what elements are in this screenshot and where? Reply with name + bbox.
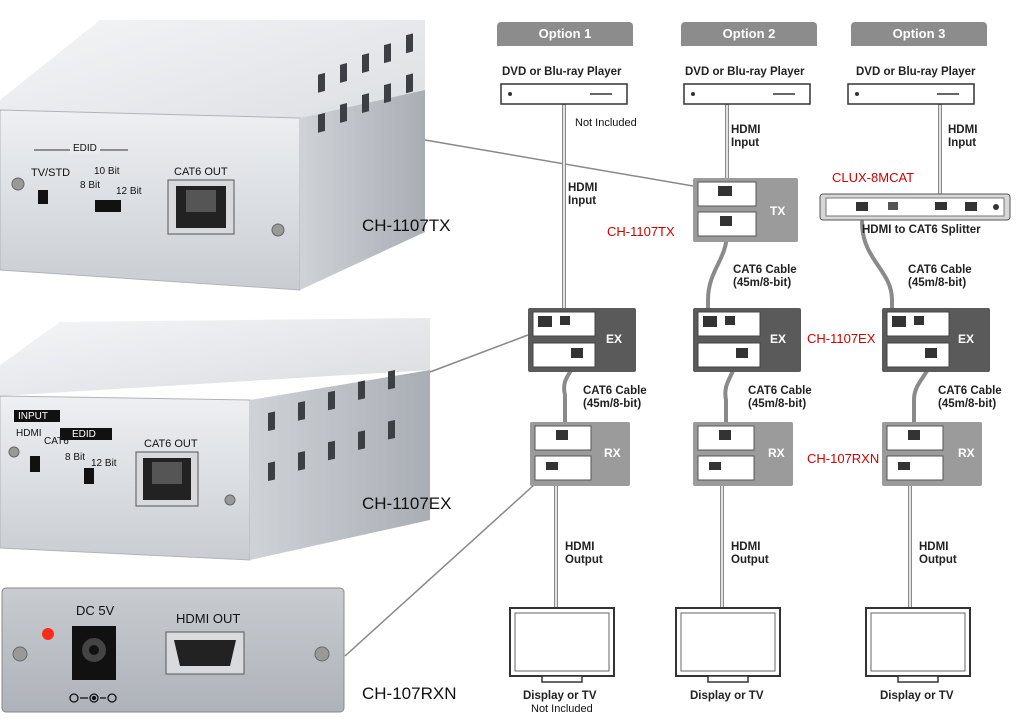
tx-device-photo [0,20,425,291]
option-2-input-label: HDMI Input [731,124,761,149]
option-1-output-label: HDMI Output [565,541,603,566]
option-2-cable-label-lower: CAT6 Cable (45m/8-bit) [748,385,812,410]
ex-unit-box [528,308,636,372]
red-label-ex: CH-1107EX [807,331,876,346]
tx-unit-box [693,178,798,242]
leader-line-rx [344,474,546,657]
red-label-splitter: CLUX-8MCAT [832,170,915,185]
dvd-player-icon [683,83,811,105]
ex-input-label: INPUT [18,411,48,422]
display-tv-icon [509,607,615,683]
option-1-cable-label: CAT6 Cable (45m/8-bit) [583,385,647,410]
rx-box-tag-1: RX [604,446,621,460]
option-1-source-note: Not Included [575,117,637,129]
option-3-source-label: DVD or Blu-ray Player [856,66,976,78]
ex-hdmi-label: HDMI [16,428,42,439]
splitter-unit-box [819,193,1011,221]
rx-box-tag-2: RX [768,446,785,460]
rx-unit-box [693,422,793,486]
tx-8bit-label: 8 Bit [80,180,101,191]
red-label-tx: CH-1107TX [607,224,675,239]
option-2-source-label: DVD or Blu-ray Player [685,66,805,78]
leader-lines [344,139,694,657]
option-1-display-label: Display or TV [523,690,597,702]
option-2-display-label: Display or TV [690,690,764,702]
rx-unit-box [882,422,982,486]
ex-port-label: CAT6 OUT [144,438,198,450]
option-3-output-label: HDMI Output [919,541,957,566]
rx-model-caption: CH-107RXN [362,684,457,703]
ex-12bit-label: 12 Bit [91,458,117,469]
rx-device-photo [1,587,345,713]
option-1-source-label: DVD or Blu-ray Player [502,66,622,78]
rx-box-tag-3: RX [958,446,975,460]
display-tv-icon [675,607,781,683]
power-led-icon [42,628,54,640]
dc-polarity-icon [69,693,117,703]
leader-line-tx [424,139,694,187]
ex-unit-box [882,308,990,372]
tx-model-caption: CH-1107TX [362,216,451,235]
option-2-cable-label-upper: CAT6 Cable (45m/8-bit) [733,264,797,289]
ex-8bit-label: 8 Bit [65,452,86,463]
tx-tvstd-label: TV/STD [31,167,71,179]
ex-box-tag-1: EX [606,332,623,346]
option-3-header: Option 3 [851,22,987,46]
tx-10bit-label: 10 Bit [94,166,120,177]
leader-line-ex [429,334,529,373]
option-1-display-note: Not Included [531,703,593,715]
option-3-display-label: Display or TV [880,690,954,702]
ex-cat6-label: CAT6 [44,436,69,447]
ex-model-caption: CH-1107EX [362,494,452,513]
ex-edid-label: EDID [72,429,96,440]
tx-box-tag: TX [770,204,786,218]
option-3-input-label: HDMI Input [948,124,978,149]
rx-dc-label: DC 5V [76,603,115,618]
display-tv-icon [865,607,971,683]
option-2-header: Option 2 [681,22,817,46]
option-3-cable-label-upper: CAT6 Cable (45m/8-bit) [908,264,972,289]
option-3-cable-label-lower: CAT6 Cable (45m/8-bit) [938,385,1002,410]
option-1-input-label: HDMI Input [568,182,598,207]
option-2-output-label: HDMI Output [731,541,769,566]
ex-device-photo [0,318,430,561]
ex-unit-box [693,308,801,372]
dvd-player-icon [847,83,975,105]
ex-box-tag-2: EX [770,332,787,346]
tx-12bit-label: 12 Bit [116,186,142,197]
red-label-rx: CH-107RXN [807,451,880,466]
option-1-header: Option 1 [497,22,633,46]
rx-unit-box [530,422,630,486]
rx-port-label: HDMI OUT [176,611,241,626]
tx-port-label: CAT6 OUT [174,166,228,178]
splitter-caption: HDMI to CAT6 Splitter [862,224,981,236]
dvd-player-icon [500,83,628,105]
ex-box-tag-3: EX [958,332,975,346]
tx-edid-label: EDID [70,143,100,154]
